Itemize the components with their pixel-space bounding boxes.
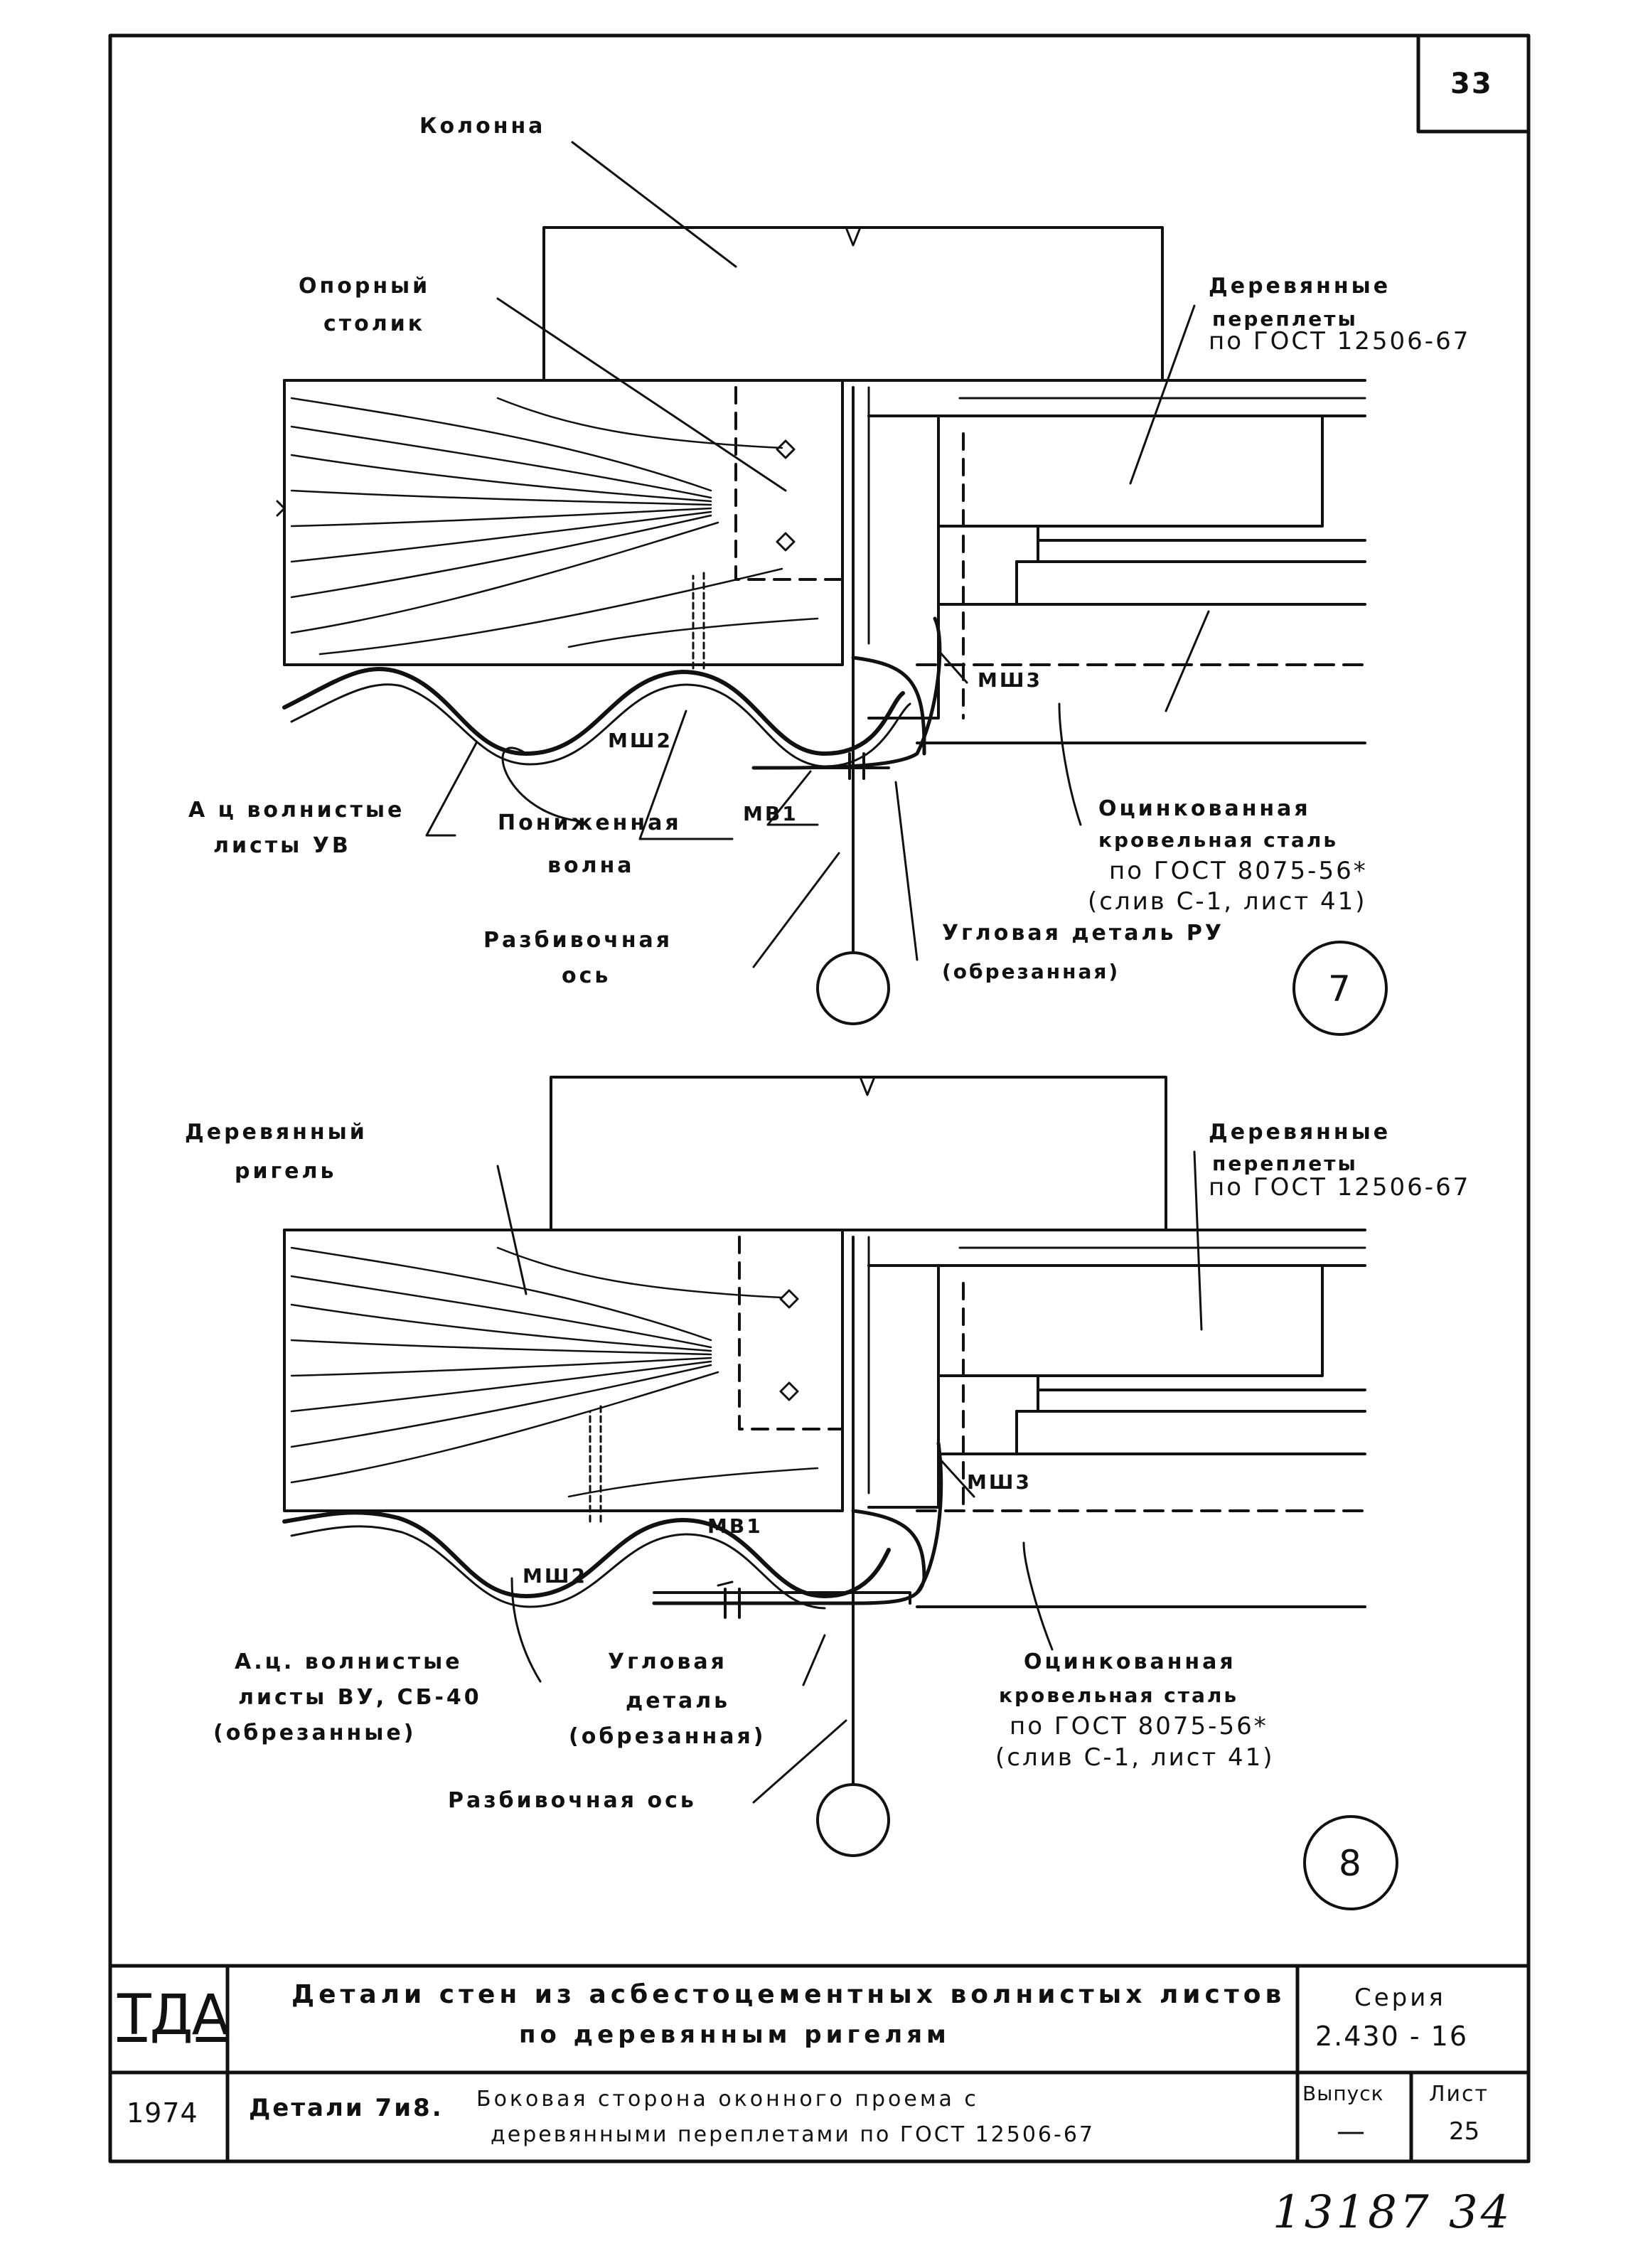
series-label: Серия (1354, 1984, 1446, 2012)
label-msh2-8: МШ2 (523, 1564, 587, 1588)
handwritten-note: 13187 34 (1273, 2186, 1513, 2239)
label-steel-line3: по ГОСТ 8075-56* (1109, 857, 1368, 885)
wood-frame-block-8 (867, 1264, 940, 1509)
column-outline-8 (550, 1076, 1167, 1231)
label-frames-line1: Деревянные (1209, 274, 1391, 299)
detail-marker-7: 7 (1328, 968, 1351, 1010)
label-msh3-8: МШ3 (967, 1470, 1032, 1494)
label-corner8-line2: деталь (626, 1689, 731, 1713)
title-block-logo: ТДА (117, 1984, 230, 2048)
detail-8-drawing (282, 1076, 1398, 1910)
series-value: 2.430 - 16 (1315, 2021, 1469, 2052)
label-corner8-line3: (обрезанная) (569, 1724, 766, 1749)
label-frames-line2: переплеты (1212, 307, 1358, 331)
label-steel-line4: (слив С-1, лист 41) (1088, 887, 1367, 916)
label-steel-line2: кровельная сталь (1098, 828, 1339, 852)
label-steel8-line3: по ГОСТ 8075-56* (1010, 1712, 1268, 1740)
title-line2: по деревянным ригелям (519, 2021, 951, 2049)
desc-line2: деревянными переплетами по ГОСТ 12506-67 (491, 2122, 1096, 2147)
label-lowered-line2: волна (547, 853, 635, 878)
label-steel8-line1: Оцинкованная (1024, 1649, 1236, 1674)
label-sheets-line1: А ц волнистые (188, 798, 405, 823)
label-sheets8-line2: листы ВУ, СБ-40 (238, 1685, 482, 1710)
sheet-frame (108, 33, 1531, 2163)
corner-detail-7 (851, 656, 926, 756)
label-corner-line2: (обрезанная) (942, 960, 1120, 983)
sheet-number-box (1416, 33, 1531, 134)
sheet-label: Лист (1429, 2082, 1489, 2107)
label-corner8-line1: Угловая (608, 1649, 727, 1674)
detail-marker-8-circle (1303, 1815, 1398, 1910)
detail-marker-7-circle (1292, 941, 1388, 1036)
column-outline (542, 226, 1164, 382)
sheet-value: 25 (1449, 2117, 1480, 2146)
year: 1974 (127, 2097, 198, 2129)
label-beam-line2: ригель (235, 1159, 337, 1184)
wooden-beam-7 (283, 379, 844, 666)
detail-marker-8: 8 (1339, 1843, 1361, 1884)
label-axis-line2: ось (562, 963, 611, 988)
label-sheets-line2: листы УВ (213, 833, 351, 858)
label-frames8-line2: переплеты (1212, 1152, 1358, 1175)
label-beam-line1: Деревянный (185, 1120, 368, 1145)
label-support-line1: Опорный (299, 274, 431, 299)
issue-label: Выпуск (1302, 2082, 1384, 2105)
label-column: Колонна (419, 114, 546, 139)
desc-line1: Боковая сторона оконного проема с (476, 2087, 979, 2112)
label-frames8-line1: Деревянные (1209, 1120, 1391, 1145)
label-mv1: МВ1 (743, 802, 798, 825)
label-steel8-line4: (слив С-1, лист 41) (995, 1743, 1275, 1772)
label-axis8: Разбивочная ось (448, 1788, 697, 1813)
label-axis-line1: Разбивочная (483, 928, 673, 953)
label-mv1-8: МВ1 (707, 1514, 763, 1538)
details-label: Детали 7и8. (249, 2094, 444, 2122)
label-steel-line1: Оцинкованная (1098, 796, 1311, 821)
corrugated-sheet-8 (282, 1510, 891, 1598)
axis-circle-8 (816, 1783, 890, 1857)
label-frames-line3: по ГОСТ 12506-67 (1209, 327, 1471, 355)
title-line1: Детали стен из асбестоцементных волнисты… (291, 1980, 1286, 2009)
label-support-line2: столик (323, 311, 426, 336)
axis-circle-7 (816, 951, 890, 1025)
issue-value: — (1337, 2115, 1365, 2148)
sheet-number: 33 (1450, 68, 1493, 100)
support-table-dashed (734, 386, 844, 581)
detail-7-drawing (276, 141, 1388, 1036)
label-msh2: МШ2 (608, 729, 673, 752)
label-sheets8-line3: (обрезанные) (213, 1721, 417, 1745)
wooden-beam-8 (283, 1229, 844, 1512)
corrugated-sheet-7 (282, 667, 905, 756)
label-msh3: МШ3 (978, 668, 1042, 692)
label-corner-line1: Угловая деталь РУ (942, 921, 1225, 946)
support-table-dashed-8 (738, 1236, 844, 1430)
label-steel8-line2: кровельная сталь (999, 1684, 1239, 1707)
label-sheets8-line1: А.ц. волнистые (235, 1649, 463, 1674)
wood-frame-block-7 (867, 414, 940, 720)
title-block-grid (108, 1964, 1531, 2163)
label-frames8-line3: по ГОСТ 12506-67 (1209, 1173, 1471, 1202)
label-lowered-line1: Пониженная (498, 811, 682, 835)
